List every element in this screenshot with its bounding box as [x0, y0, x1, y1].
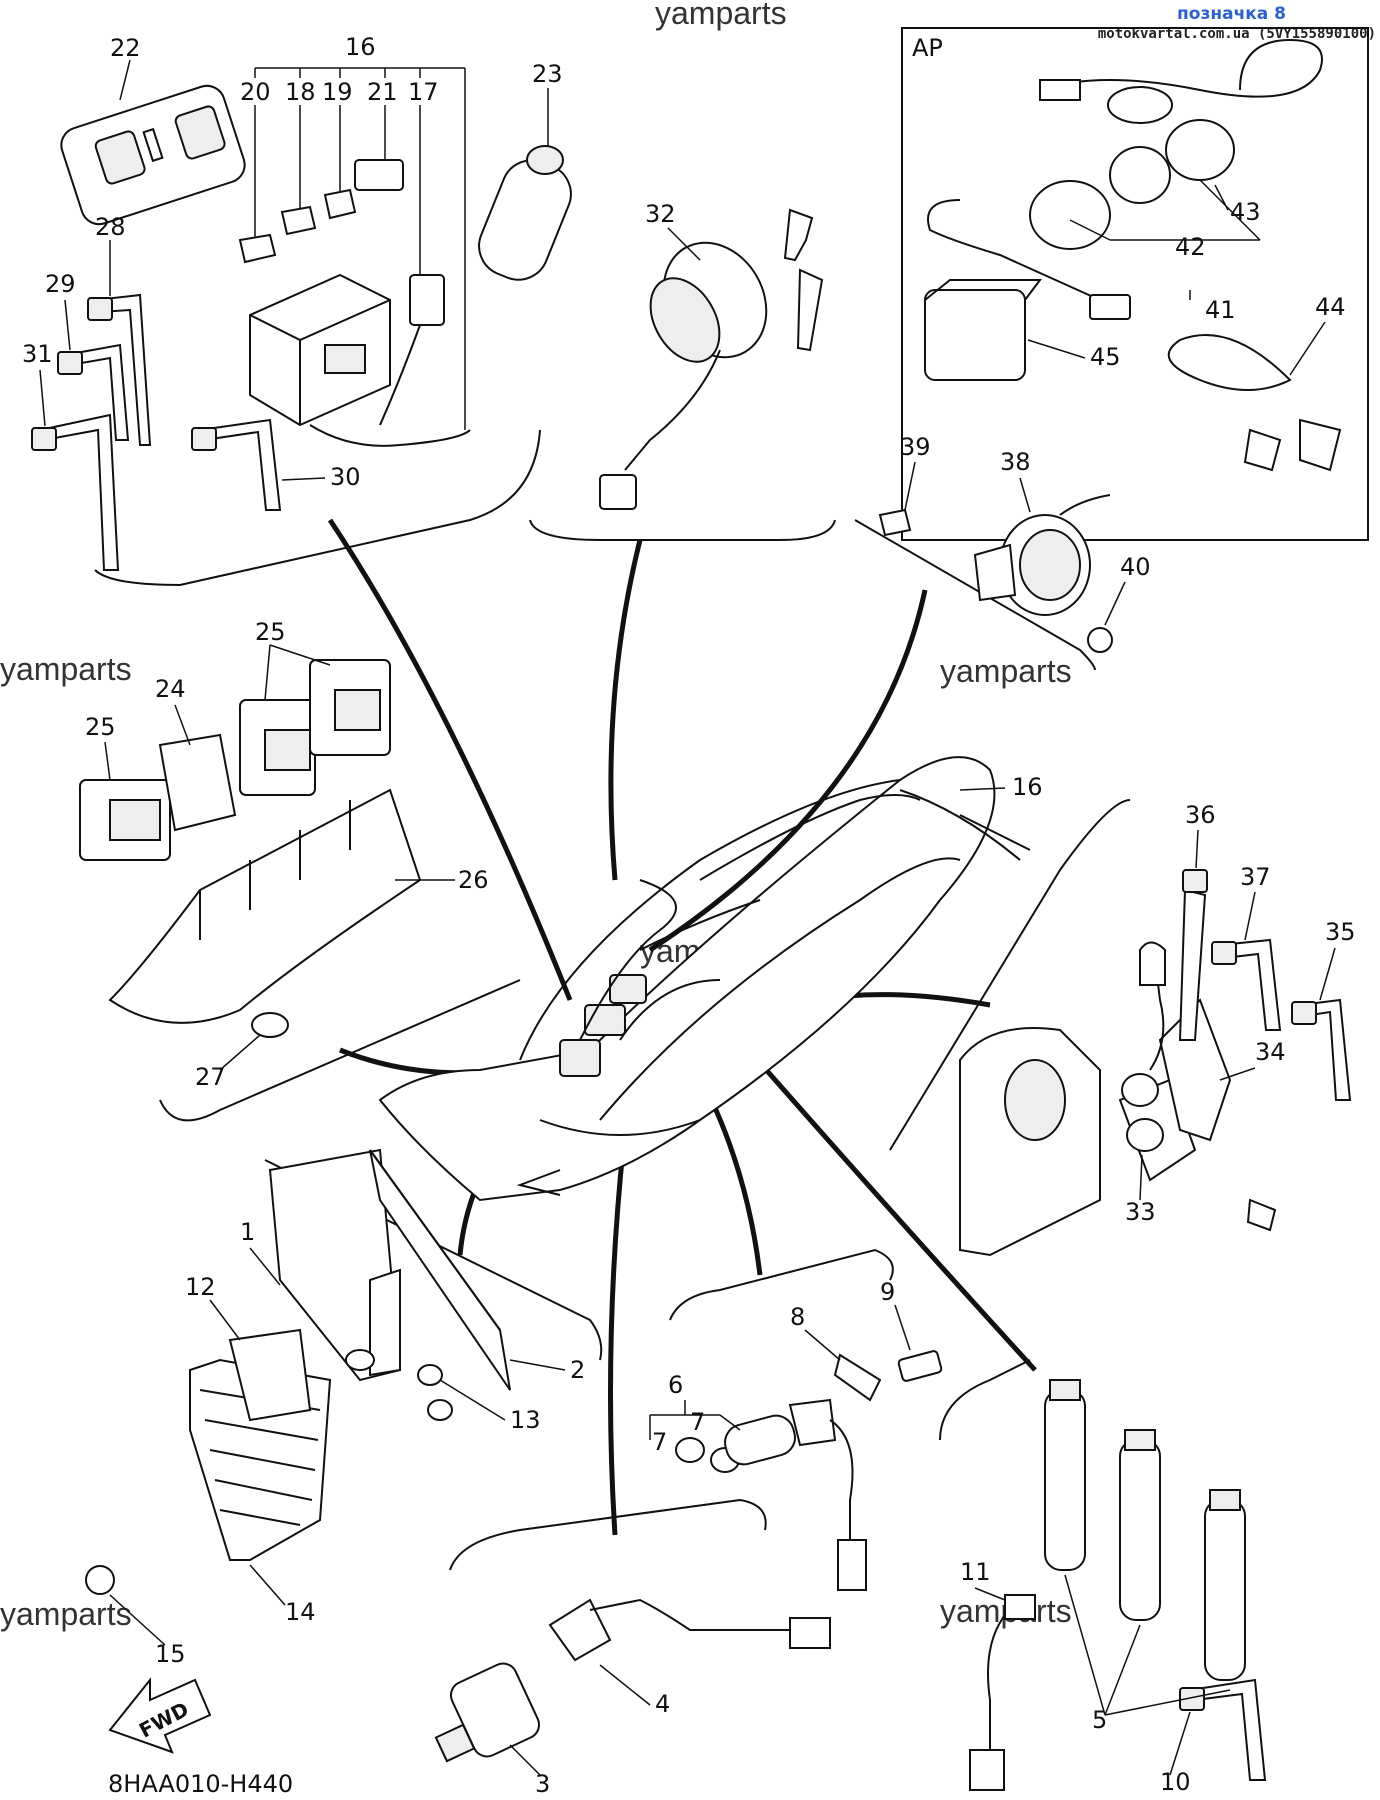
ap-box-label: AP: [912, 34, 943, 62]
callout-32: 32: [645, 200, 676, 228]
leader-horn: [648, 589, 928, 953]
callout-42: 42: [1175, 233, 1206, 261]
leader-fusebox: [327, 518, 573, 1001]
section-outline-horn: [854, 519, 1096, 671]
callout-23: 23: [532, 60, 563, 88]
callout-11: 11: [960, 1558, 991, 1586]
section-outline-rectifier: [264, 1159, 603, 1361]
section-outline-relays: [159, 979, 521, 1122]
callout-9: 9: [880, 1278, 895, 1306]
callout-13: 13: [510, 1406, 541, 1434]
callout-7: 7: [690, 1408, 705, 1436]
callout-17: 17: [408, 78, 439, 106]
section-outline-mainswitch: [529, 519, 836, 541]
callout-10: 10: [1160, 1768, 1191, 1796]
fwd-arrow: FWD: [108, 1677, 212, 1754]
section-outline-plugcap: [939, 1359, 1031, 1441]
callout-33: 33: [1125, 1198, 1156, 1226]
leader-mainswitch: [608, 539, 643, 881]
callout-1: 1: [240, 1218, 255, 1246]
callout-31: 31: [22, 340, 53, 368]
callout-20: 20: [240, 78, 271, 106]
section-outline-pressure: [449, 1498, 767, 1571]
fuses: [238, 159, 445, 326]
callout-6: 6: [668, 1371, 683, 1399]
relay-assembly: [79, 659, 422, 1038]
callout-4: 4: [655, 1690, 670, 1718]
callout-34: 34: [1255, 1038, 1286, 1066]
callout-8: 8: [790, 1303, 805, 1331]
callout-27: 27: [195, 1063, 226, 1091]
callout-43: 43: [1230, 198, 1261, 226]
callout-26: 26: [458, 866, 489, 894]
fuse-box: [249, 273, 471, 447]
callout-18: 18: [285, 78, 316, 106]
callout-40: 40: [1120, 553, 1151, 581]
sensor-bracket-assembly: [959, 869, 1352, 1257]
section-outline-fusebox: [94, 429, 541, 587]
callout-25: 25: [255, 618, 286, 646]
section-outline-thermo: [669, 1248, 894, 1321]
pressure-sensor-assembly: [434, 1598, 831, 1763]
callout-36: 36: [1185, 801, 1216, 829]
callout-15: 15: [155, 1640, 186, 1668]
cable-ties-left: [31, 293, 282, 571]
callout-14: 14: [285, 1598, 316, 1626]
callout-44: 44: [1315, 293, 1346, 321]
leader-plugcap: [738, 1038, 1037, 1372]
callout-45: 45: [1090, 343, 1121, 371]
callout-25: 25: [85, 713, 116, 741]
callout-38: 38: [1000, 448, 1031, 476]
diagram-code: 8HAA010-H440: [108, 1770, 293, 1798]
callout-22: 22: [110, 34, 141, 62]
fuse-block-cover: [60, 84, 246, 226]
horn-assembly: [878, 494, 1113, 653]
header-tag: позначка 8: [1177, 4, 1286, 24]
callout-29: 29: [45, 270, 76, 298]
callout-21: 21: [367, 78, 398, 106]
callout-24: 24: [155, 675, 186, 703]
callout-7: 7: [652, 1428, 667, 1456]
callout-37: 37: [1240, 863, 1271, 891]
thermo-switch-assembly: [675, 1350, 943, 1591]
watermark: yamparts: [940, 653, 1072, 689]
lanyard-switch-parts: [924, 38, 1342, 472]
callout-41: 41: [1205, 296, 1236, 324]
callout-28: 28: [95, 213, 126, 241]
plug-caps: [969, 1379, 1267, 1791]
callout-30: 30: [330, 463, 361, 491]
header-site: motokvartal.com.ua (5VY155890100): [1097, 26, 1376, 42]
watermark: yamparts: [655, 0, 787, 31]
callout-19: 19: [322, 78, 353, 106]
callout-39: 39: [900, 433, 931, 461]
watermark: yamparts: [0, 1596, 132, 1632]
section-outline-sensors-right: [889, 799, 1131, 1151]
callout-16: 16: [1012, 773, 1043, 801]
callout-3: 3: [535, 1770, 550, 1798]
callout-16: 16: [345, 33, 376, 61]
callout-35: 35: [1325, 918, 1356, 946]
main-switch-assembly: [599, 208, 824, 510]
watermark: yamparts: [0, 651, 132, 687]
callout-5: 5: [1092, 1706, 1107, 1734]
rectifier-ecu-assembly: [85, 1148, 511, 1595]
touch-up-paint-bottle: [478, 145, 572, 281]
callout-12: 12: [185, 1273, 216, 1301]
callout-2: 2: [570, 1356, 585, 1384]
watercraft-hull: [378, 756, 1031, 1202]
ap-box: [901, 27, 1369, 541]
